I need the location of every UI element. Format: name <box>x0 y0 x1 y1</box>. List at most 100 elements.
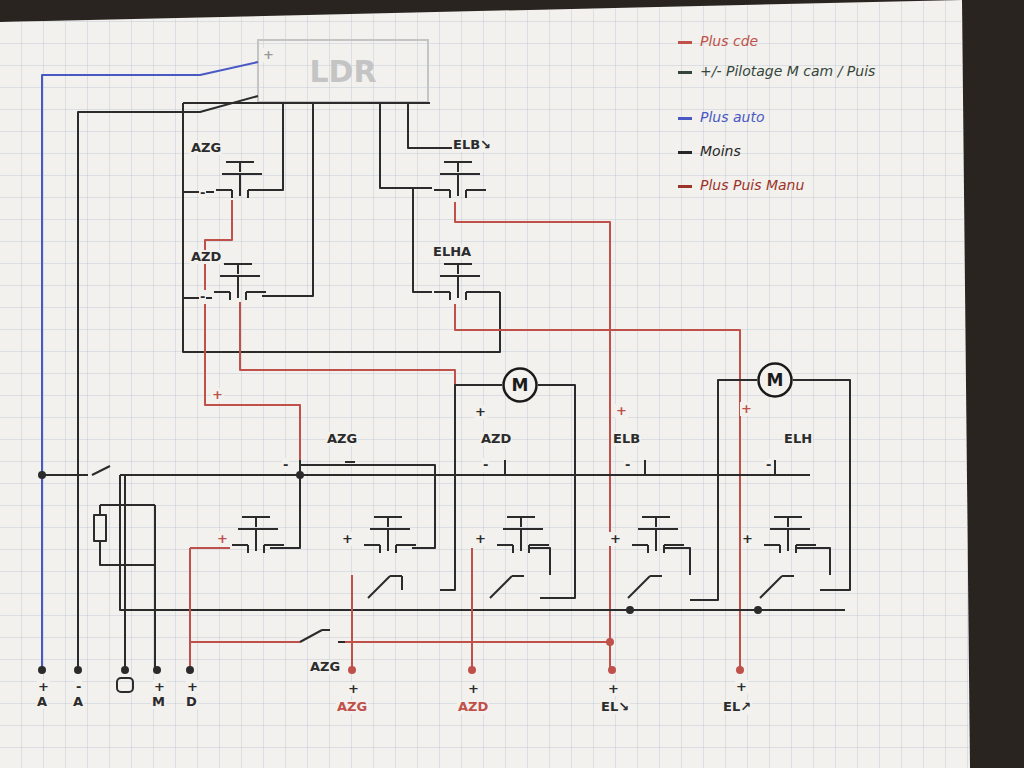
motor-circle <box>759 364 792 397</box>
legend-swatch <box>678 41 692 44</box>
wire-use <box>216 162 268 198</box>
polarity-sign: + <box>347 682 360 696</box>
wire-path <box>125 475 155 668</box>
part-label: AZD <box>457 700 489 714</box>
polarity-sign: + <box>262 48 275 62</box>
legend-swatch <box>678 117 692 120</box>
polarity-sign: A <box>72 695 84 709</box>
node-text: LDR <box>309 54 376 89</box>
motor-circle <box>504 369 537 402</box>
legend-row: Moins <box>678 142 943 161</box>
polarity-sign: + <box>740 402 753 416</box>
wire-use <box>368 576 402 598</box>
wire-circle <box>187 667 193 673</box>
wire-use <box>434 162 486 198</box>
polarity-sign: + <box>467 682 480 696</box>
wire-circle <box>349 667 355 673</box>
wire-path <box>270 465 435 548</box>
polarity-sign: - <box>75 680 82 694</box>
wire-path <box>183 103 283 192</box>
wire-circle <box>39 472 45 478</box>
wire-circle <box>154 667 160 673</box>
wire-polygon <box>0 0 970 768</box>
wire-path <box>455 304 740 668</box>
wire-path <box>352 548 472 668</box>
wire-circle <box>297 472 303 478</box>
legend-row: Plus cde <box>678 32 943 51</box>
polarity-sign: + <box>474 532 487 546</box>
wire-circle <box>609 667 615 673</box>
polarity-sign: + <box>37 680 50 694</box>
wire-circle <box>75 667 81 673</box>
wire-path <box>505 460 775 475</box>
wire-path <box>190 548 230 668</box>
legend-text: Plus Puis Manu <box>700 176 804 195</box>
wire-circle <box>755 607 761 613</box>
part-label: ELB <box>612 432 641 446</box>
legend-row: +/- Pilotage M cam / Puis <box>678 62 943 81</box>
wire-path <box>42 62 258 668</box>
wire-path <box>240 302 455 548</box>
wire-rect <box>117 678 133 692</box>
polarity-sign: - <box>199 290 206 304</box>
wire-path <box>455 202 610 668</box>
wire-path <box>183 102 430 104</box>
polarity-sign: A <box>36 695 48 709</box>
wire-path <box>380 103 452 188</box>
part-label: EL↘ <box>600 700 630 714</box>
polarity-sign: + <box>211 388 224 402</box>
wire-g <box>349 639 743 673</box>
wire-path <box>183 103 313 298</box>
wire-path <box>190 641 610 643</box>
motor-symbol: M <box>757 362 793 398</box>
wire-path <box>538 385 575 598</box>
part-label: AZG <box>190 141 222 155</box>
wire-circle <box>607 639 613 645</box>
polarity-sign: + <box>186 680 199 694</box>
wire-use <box>760 576 794 598</box>
wire-use <box>434 264 486 300</box>
wire-use <box>364 517 416 553</box>
wire-circle <box>737 667 743 673</box>
wire-path <box>42 466 810 475</box>
polarity-sign: + <box>741 532 754 546</box>
wire-circle <box>122 667 128 673</box>
polarity-sign: - <box>199 186 206 200</box>
legend-row: Plus Puis Manu <box>678 176 943 195</box>
node-text: M <box>767 370 784 390</box>
ldr-module: LDR <box>258 40 428 102</box>
part-label: AZG <box>326 432 358 446</box>
legend-swatch <box>678 71 692 74</box>
part-label: AZG <box>309 660 341 674</box>
polarity-sign: + <box>735 680 748 694</box>
legend-swatch <box>678 151 692 154</box>
wire-path <box>120 475 845 610</box>
polarity-sign: + <box>216 532 229 546</box>
part-label: AZG <box>336 700 368 714</box>
part-label: ELH <box>783 432 813 446</box>
wire-use <box>490 576 524 598</box>
part-label: ELB↘ <box>452 138 492 152</box>
polarity-sign: + <box>153 680 166 694</box>
legend-swatch <box>678 185 692 188</box>
polarity-sign: + <box>607 682 620 696</box>
wire-path <box>300 460 355 475</box>
polarity-sign: D <box>185 695 198 709</box>
legend-text: Plus auto <box>700 108 764 127</box>
wire-use <box>214 264 266 300</box>
wire-g <box>39 62 850 692</box>
polarity-sign: M <box>151 695 166 709</box>
polarity-sign: - <box>624 458 631 472</box>
wire-rect <box>94 515 106 541</box>
node-text: M <box>512 375 529 395</box>
polarity-sign: - <box>765 458 772 472</box>
wire-g <box>39 472 761 692</box>
wire-use <box>628 576 662 598</box>
part-label: AZD <box>190 250 222 264</box>
wire-path <box>793 380 850 590</box>
wire-path <box>300 630 345 642</box>
wire-path <box>690 380 757 600</box>
wire-path <box>78 96 258 668</box>
wire-path <box>402 548 830 590</box>
